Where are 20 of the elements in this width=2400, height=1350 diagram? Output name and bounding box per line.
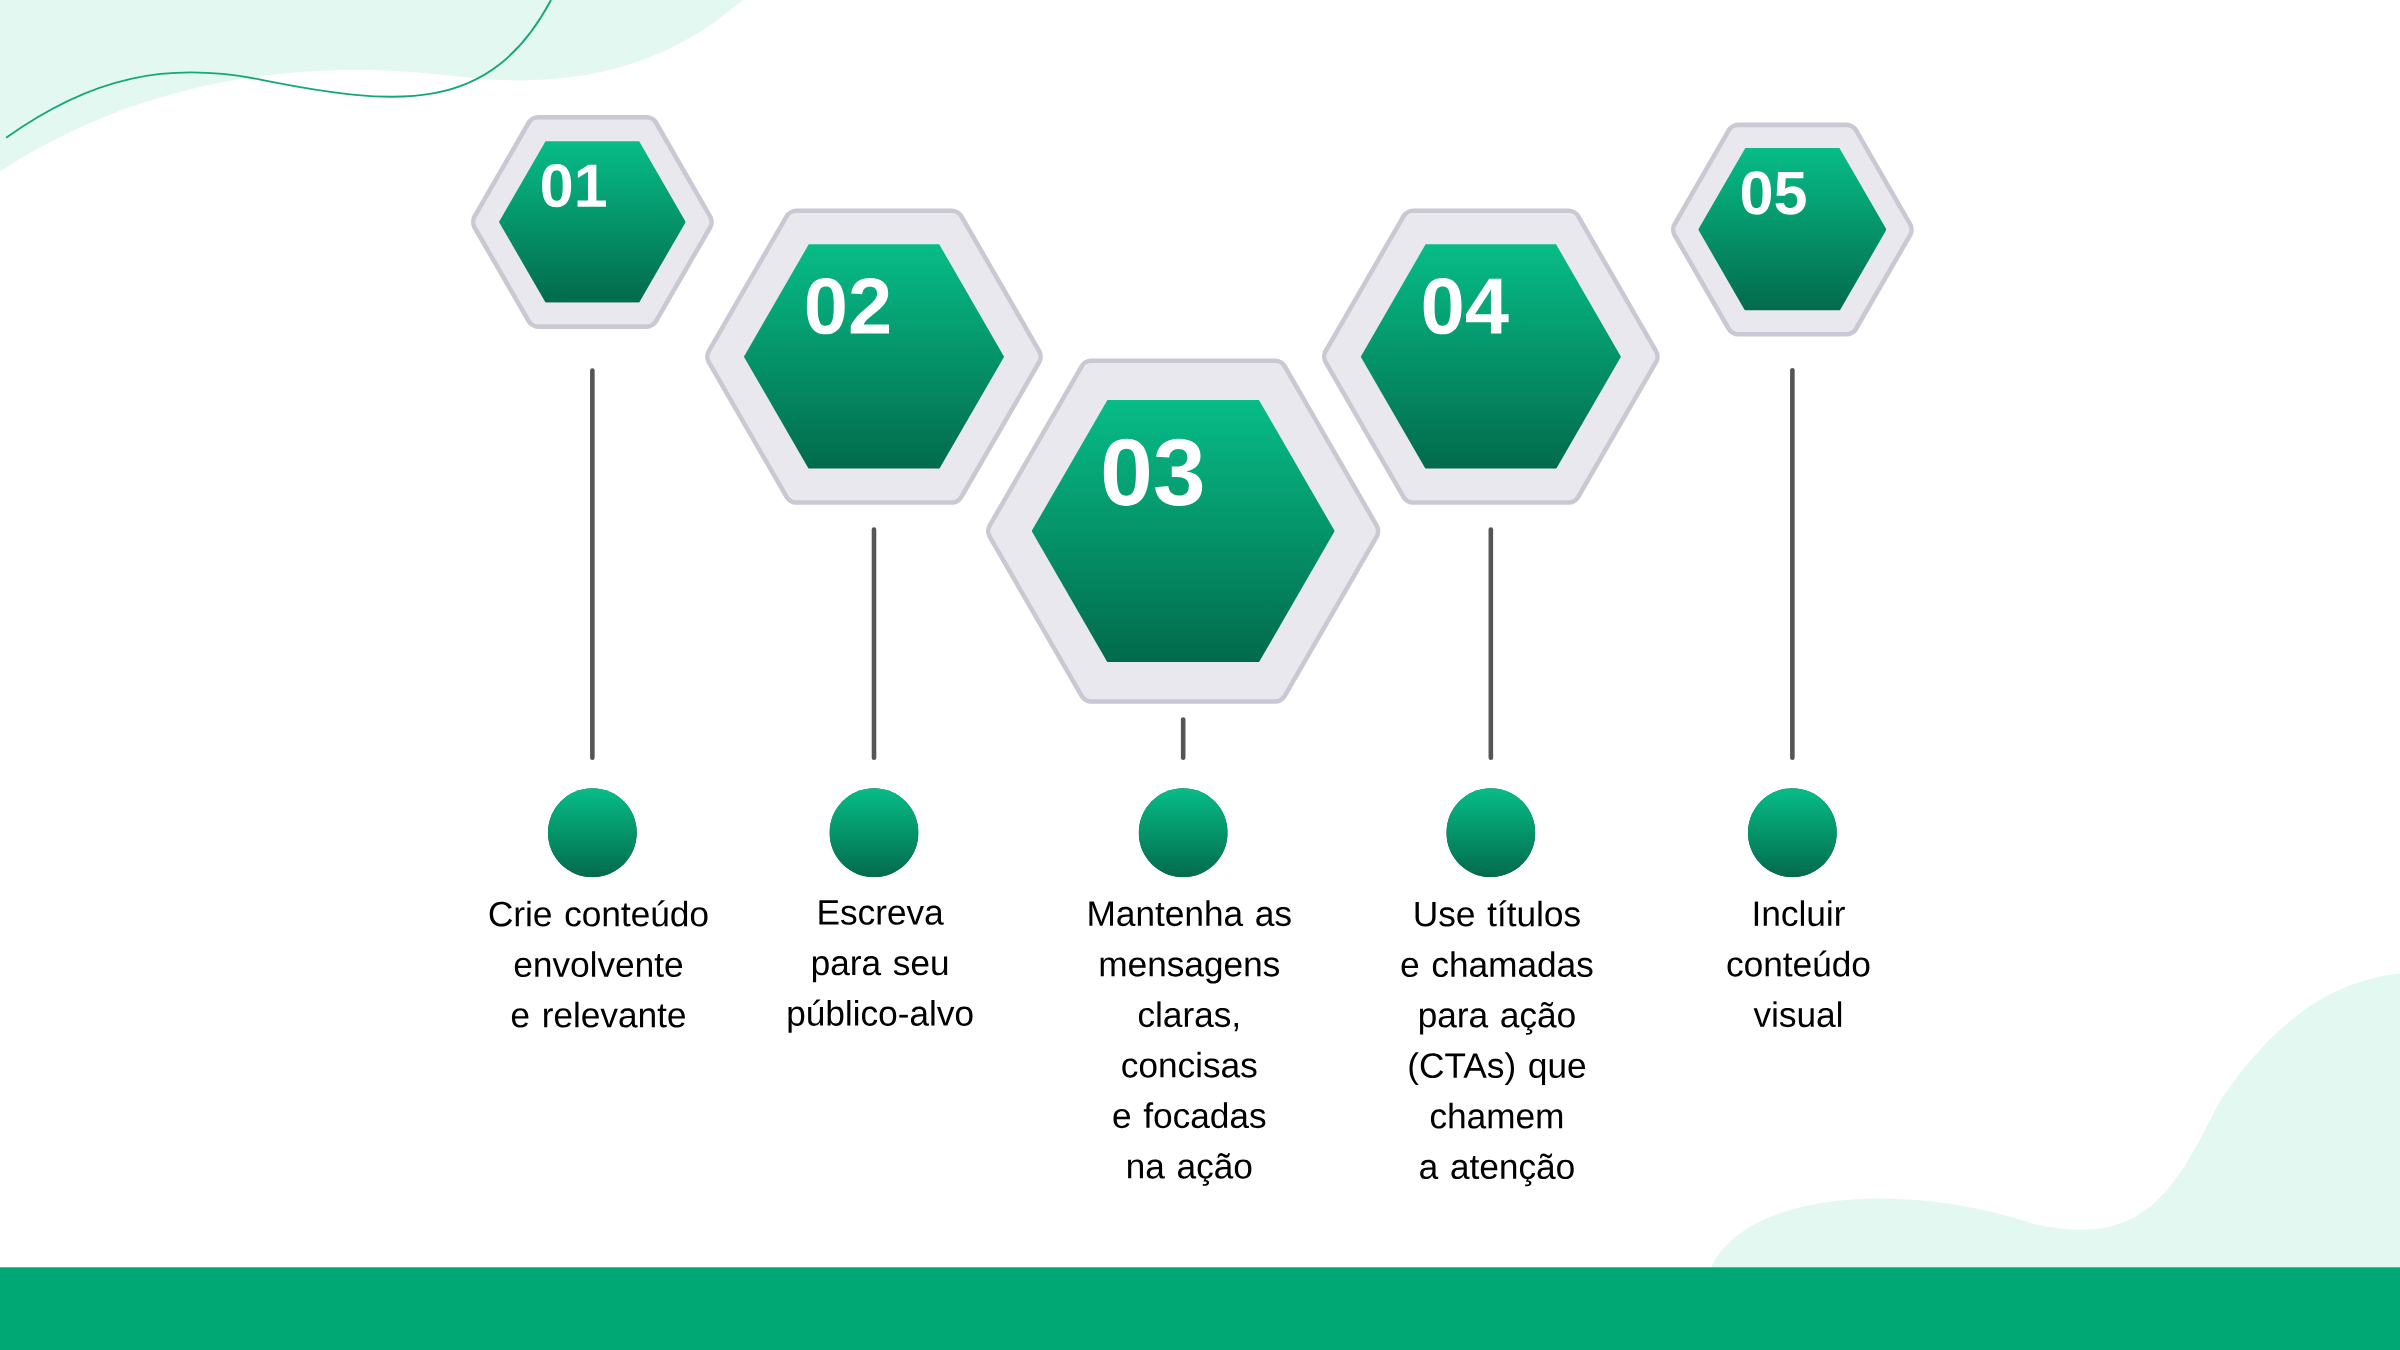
connector-line xyxy=(1488,527,1494,760)
hexagon-badge: 03 xyxy=(986,358,1381,704)
step-description: Use títulos e chamadas para ação (CTAs) que chamem a atenção xyxy=(1401,900,1593,1187)
step-description: Escreva para seu público-alvo xyxy=(788,900,973,1033)
step-dot xyxy=(1748,788,1837,878)
step-description: Incluir conteúdo visual xyxy=(1727,900,1870,1028)
hexagon-badge: 05 xyxy=(1670,122,1914,337)
connector-line xyxy=(590,368,595,760)
hexagon-badge: 02 xyxy=(705,208,1043,505)
connector-line xyxy=(1790,368,1795,760)
hexagon-badge: 04 xyxy=(1321,208,1660,505)
step-dot xyxy=(1446,788,1536,878)
hexagon-badge: 01 xyxy=(470,114,714,329)
step-description: Mantenha as mensagens claras, concisas e focadas na ação xyxy=(1089,900,1291,1186)
step-dot xyxy=(829,788,919,878)
connector-line xyxy=(1180,717,1186,760)
step-dot xyxy=(547,788,637,878)
connector-line xyxy=(871,527,877,760)
step-description: Crie conteúdo envolvente e relevante xyxy=(489,900,708,1028)
step-dot xyxy=(1138,788,1228,878)
